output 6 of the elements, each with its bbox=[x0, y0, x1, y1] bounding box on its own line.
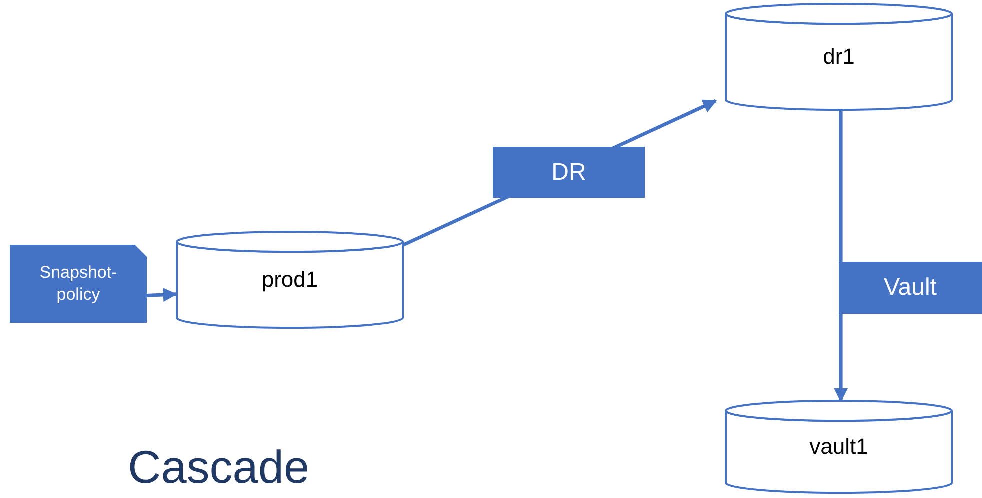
edge-label: DR bbox=[493, 147, 645, 198]
policy-document-shape bbox=[10, 245, 147, 323]
arrow bbox=[146, 288, 178, 302]
diagram-title: Cascade bbox=[128, 440, 310, 494]
edge-label: Vault bbox=[839, 262, 982, 314]
node-label: Snapshot- policy bbox=[38, 262, 118, 306]
